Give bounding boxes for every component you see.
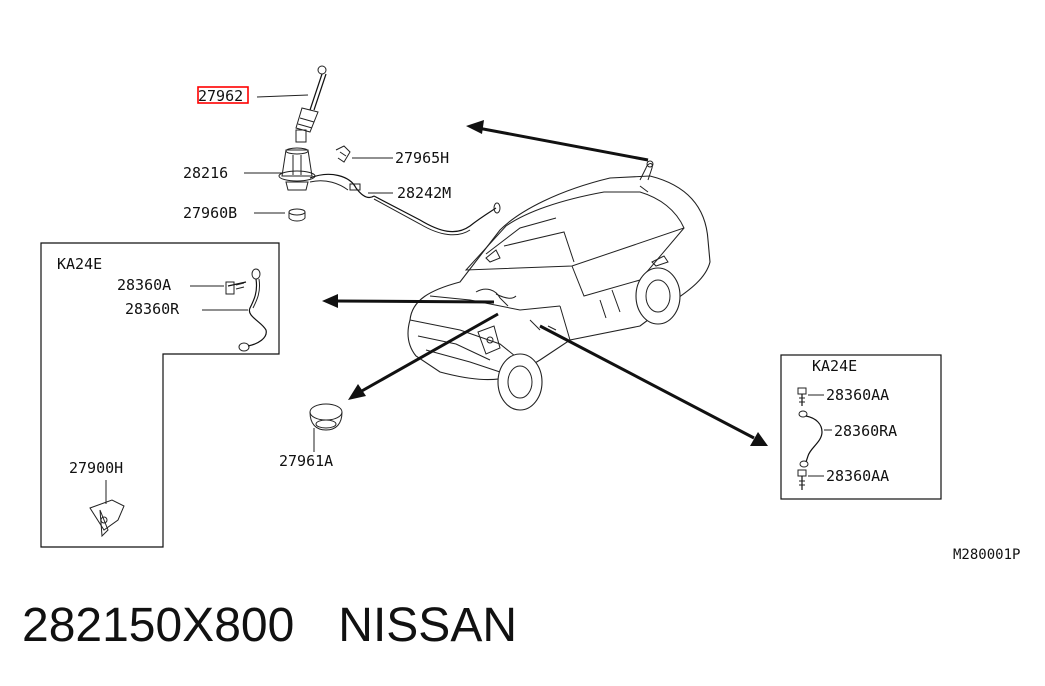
label-strap[interactable]: 28360R (125, 300, 180, 318)
ground-bolt[interactable] (225, 281, 247, 295)
strap-right[interactable] (798, 410, 823, 468)
leader-rod (256, 94, 309, 98)
vehicle-body (407, 160, 711, 411)
label-rod[interactable]: 27962 (198, 87, 243, 105)
grommet[interactable] (309, 403, 343, 431)
antenna-seal[interactable] (288, 208, 306, 222)
label-strap-right[interactable]: 28360RA (834, 422, 897, 440)
label-bolt[interactable]: 28360A (117, 276, 171, 294)
label-bolt-top[interactable]: 28360AA (826, 386, 889, 404)
part-number: 282150X800 (22, 599, 295, 652)
antenna-cable[interactable] (309, 173, 501, 236)
arrow-to-antenna (466, 120, 649, 162)
left-box-frame (40, 242, 280, 548)
highlight-box (197, 86, 249, 104)
arrow-to-left-box (322, 294, 495, 308)
label-cable[interactable]: 28242M (397, 184, 451, 202)
bolt-top[interactable] (797, 387, 807, 406)
bracket[interactable] (89, 480, 125, 538)
arrow-to-grommet (348, 312, 499, 400)
right-box-engine: KA24E (812, 357, 857, 375)
label-base[interactable]: 28216 (183, 164, 228, 182)
ground-strap[interactable] (238, 268, 267, 352)
diagram-code: M280001P (953, 547, 1020, 563)
label-clip[interactable]: 27965H (395, 149, 449, 167)
label-grommet[interactable]: 27961A (279, 452, 333, 470)
brand-name: NISSAN (338, 599, 517, 652)
label-seal[interactable]: 27960B (183, 204, 237, 222)
left-box-engine: KA24E (57, 255, 102, 273)
right-box-frame (780, 354, 942, 500)
bolt-bottom[interactable] (797, 469, 807, 490)
antenna-rod[interactable] (295, 65, 327, 143)
antenna-clip[interactable] (335, 145, 351, 163)
arrow-to-right-box (539, 324, 768, 446)
label-bolt-bottom[interactable]: 28360AA (826, 467, 889, 485)
caption: 282150X800 NISSAN (22, 598, 561, 653)
label-bracket[interactable]: 27900H (69, 459, 123, 477)
antenna-base[interactable] (278, 147, 316, 191)
